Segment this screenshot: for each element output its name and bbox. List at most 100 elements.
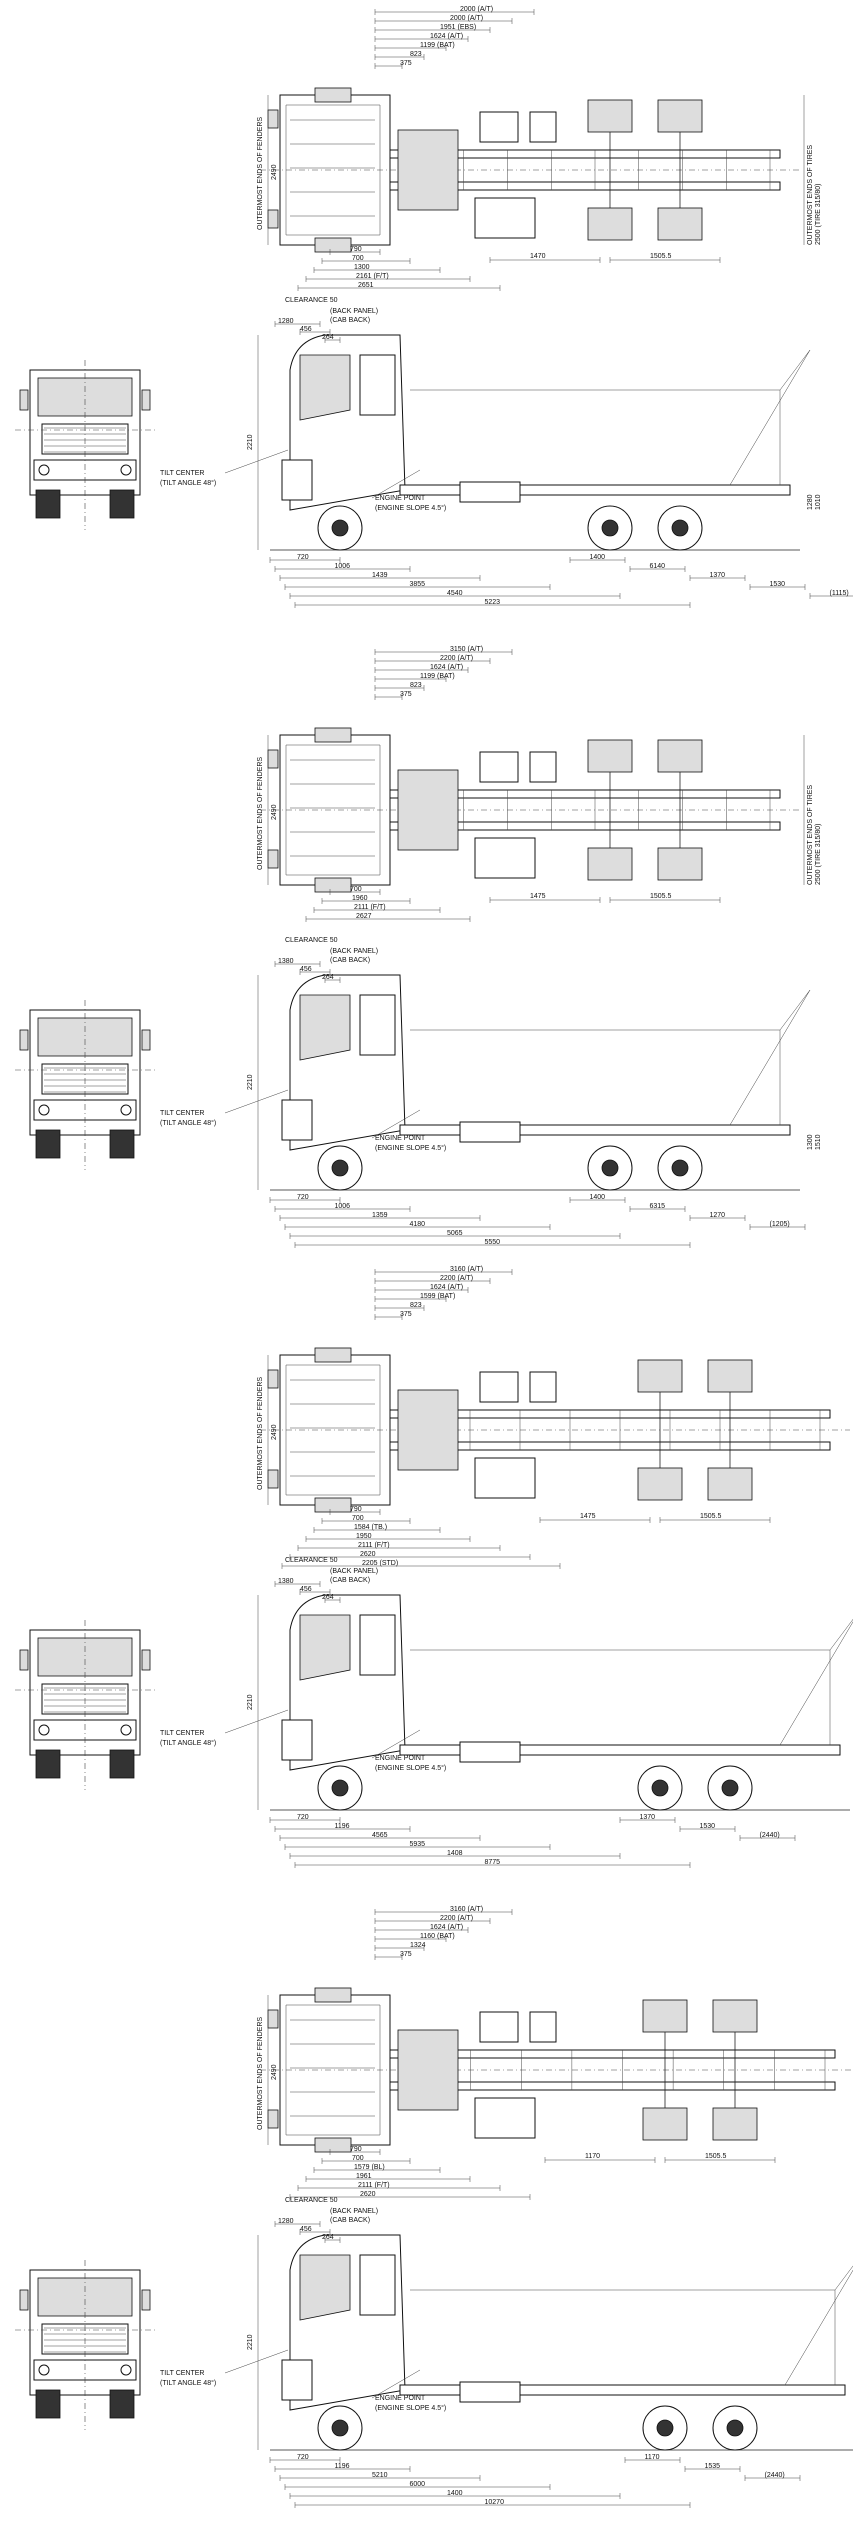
side-top-dimension-label: 456	[300, 2226, 312, 2233]
rear-tire-top	[712, 2107, 758, 2141]
side-mirror	[19, 389, 29, 411]
top-dimension-label: 2200 (A/T)	[440, 1915, 473, 1922]
side-mirror	[19, 1649, 29, 1671]
side-bottom-dimension-label: 6140	[650, 563, 666, 570]
callout-label: TILT CENTER	[160, 470, 204, 477]
body-outline-diagonal	[729, 349, 811, 486]
cab-door-window	[359, 2254, 396, 2316]
rear-tire-top	[707, 1359, 753, 1393]
top-dimension-label: 2000 (A/T)	[460, 6, 493, 13]
height-label: 2210	[247, 1074, 254, 1090]
top-dimension-label: 2200 (A/T)	[440, 655, 473, 662]
top-dimension-label: 375	[400, 60, 412, 67]
side-top-dimension-label: 264	[322, 334, 334, 341]
side-bottom-dimension-label: 4540	[447, 590, 463, 597]
frame-rail-lower	[389, 181, 781, 191]
side-top-dimension-label: 264	[322, 2234, 334, 2241]
height-label: 2210	[247, 2334, 254, 2350]
frame-rail-upper	[389, 2049, 836, 2059]
callout-label: ENGINE POINT	[375, 2395, 426, 2402]
top-bottom-dimension-label: 1584 (TB.)	[354, 1524, 387, 1531]
top-bottom-dimension-label: 2161 (F/T)	[356, 273, 389, 280]
callout-leader	[371, 469, 421, 499]
mirror-right	[267, 2109, 279, 2129]
front-hub	[331, 1779, 349, 1797]
top-dimension-label: 1599 (BAT)	[420, 1293, 455, 1300]
top-dimension-label: 2000 (A/T)	[450, 15, 483, 22]
side-top-dimension-label: 456	[300, 966, 312, 973]
top-dimension-label: 375	[400, 691, 412, 698]
callout-label: (BACK PANEL)	[330, 308, 378, 315]
front-tire-top	[314, 1347, 352, 1363]
front-hub	[331, 2419, 349, 2437]
body-outline	[410, 2265, 853, 2385]
side-bottom-dimension-label: 4180	[410, 1221, 426, 1228]
front-tire-top	[314, 87, 352, 103]
callout-label: (ENGINE SLOPE 4.5°)	[375, 1144, 446, 1152]
side-bottom-dimension-label: 1359	[372, 1212, 388, 1219]
front-tire-face	[109, 2389, 135, 2419]
callout-label: (CAB BACK)	[330, 957, 370, 964]
side-bottom-dimension-label: 5935	[410, 1841, 426, 1848]
side-bottom-dimension-label: (2440)	[765, 2472, 785, 2479]
frame-rail-upper	[389, 789, 781, 799]
top-bottom-dimension-label: 790	[350, 1506, 362, 1513]
top-dimension-label: 1624 (A/T)	[430, 664, 463, 671]
top-view-4: 3160 (A/T)2200 (A/T)1624 (A/T)1160 (BAT)…	[257, 1906, 853, 2200]
cab-roof-outline	[285, 1364, 381, 1496]
mirror-right	[267, 209, 279, 229]
windshield	[37, 1637, 133, 1677]
side-bottom-dimension-label: 1270	[710, 1212, 726, 1219]
sheet-4: 3160 (A/T)2200 (A/T)1624 (A/T)1160 (BAT)…	[15, 1906, 853, 2508]
right-dimension-label: 1280	[807, 494, 814, 510]
top-bottom-dimension-label: 2111 (F/T)	[358, 2182, 390, 2189]
rear-tire-top	[712, 1999, 758, 2033]
windshield	[37, 2277, 133, 2317]
rear-tire-top	[587, 847, 633, 881]
top-dimension-label: 1624 (A/T)	[430, 33, 463, 40]
side-bottom-dimension-label: 5065	[447, 1230, 463, 1237]
tire-width-label: OUTERMOST ENDS OF TIRES	[807, 785, 814, 885]
fuel-tank	[474, 837, 536, 879]
top-bottom-dimension-label: 2205 (STD)	[362, 1560, 398, 1567]
cab-window	[299, 994, 351, 1061]
side-bottom-dimension-label: (1115)	[830, 590, 849, 597]
fender-width-label: OUTERMOST ENDS OF FENDERS	[257, 2017, 264, 2130]
headlamp	[38, 2364, 50, 2376]
cab-roof-outline	[285, 744, 381, 876]
top-bottom-dimension-label: 1579 (BL)	[354, 2164, 385, 2171]
top-dimension-label: 375	[400, 1951, 412, 1958]
side-bottom-dimension-label: 720	[297, 1814, 309, 1821]
rear-hub-1	[601, 519, 619, 537]
callout-label: (ENGINE SLOPE 4.5°)	[375, 504, 446, 512]
top-bottom-dimension-label: 2651	[358, 282, 374, 289]
side-bottom-dimension-label: 5210	[372, 2472, 388, 2479]
top-view-2: 3150 (A/T)2200 (A/T)1624 (A/T)1199 (BAT)…	[257, 646, 822, 922]
fender-width-label: OUTERMOST ENDS OF FENDERS	[257, 117, 264, 230]
side-bottom-dimension-label: 1196	[335, 1823, 350, 1830]
frame-rail-upper	[389, 1409, 831, 1419]
front-tire-face	[35, 1129, 61, 1159]
engine-block	[397, 129, 459, 211]
axle-spacing-label: 1475	[530, 893, 546, 900]
axle-spacing-label: 1470	[530, 253, 546, 260]
tire-width-label: OUTERMOST ENDS OF TIRES	[807, 145, 814, 245]
callout-leader	[371, 1729, 421, 1759]
side-bottom-dimension-label: 720	[297, 2454, 309, 2461]
side-bottom-dimension-label: 1535	[705, 2463, 721, 2470]
callout-label: (ENGINE SLOPE 4.5°)	[375, 2404, 446, 2412]
air-tank	[479, 111, 519, 143]
front-hub	[331, 519, 349, 537]
engine-block	[397, 1389, 459, 1471]
headlamp	[120, 1724, 132, 1736]
side-mirror	[141, 389, 151, 411]
windshield	[37, 377, 133, 417]
side-view-3: 221019101300CLEARANCE 50(BACK PANEL)(CAB…	[160, 1557, 853, 1868]
body-outline-diagonal	[784, 2269, 853, 2386]
mirror-left	[267, 749, 279, 769]
top-bottom-dimension-label: 2111 (F/T)	[354, 904, 386, 911]
air-tank	[529, 751, 557, 783]
rear-hub-2	[671, 519, 689, 537]
top-view-3: 3160 (A/T)2200 (A/T)1624 (A/T)1599 (BAT)…	[257, 1266, 850, 1569]
top-dimension-label: 2200 (A/T)	[440, 1275, 473, 1282]
